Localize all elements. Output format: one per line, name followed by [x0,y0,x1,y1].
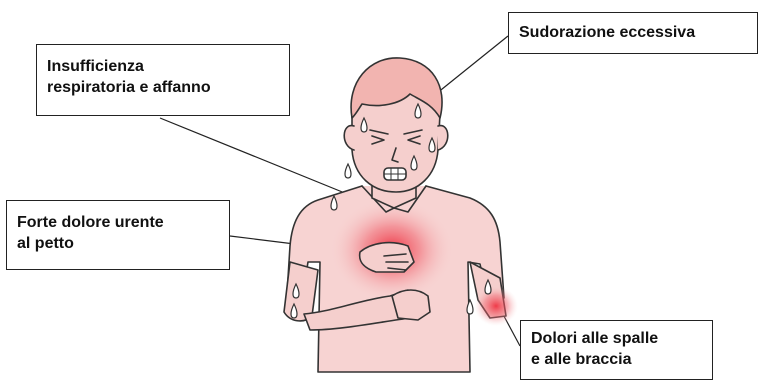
callout-text: e alle braccia [531,349,702,370]
callout-dolori-spalle-braccia: Dolori alle spalle e alle braccia [520,320,713,380]
callout-sudorazione: Sudorazione eccessiva [508,12,758,54]
callout-dolore-petto: Forte dolore urente al petto [6,200,230,270]
callout-insufficienza-respiratoria: Insufficienza respiratoria e affanno [36,44,290,116]
callout-text: Forte dolore urente [17,212,219,233]
callout-text: Insufficienza [47,56,279,77]
callout-text: Dolori alle spalle [531,328,702,349]
upper-hand [360,243,414,272]
lower-hand [392,290,430,320]
callout-text: respiratoria e affanno [47,77,279,98]
right-ear [438,126,448,150]
arm-pain-glow [474,286,518,326]
sweat-drop [345,164,351,178]
person-figure [284,58,518,372]
left-ear [344,126,354,150]
callout-text: Sudorazione eccessiva [519,22,747,43]
callout-text: al petto [17,233,219,254]
leader-line-breath [160,118,362,200]
